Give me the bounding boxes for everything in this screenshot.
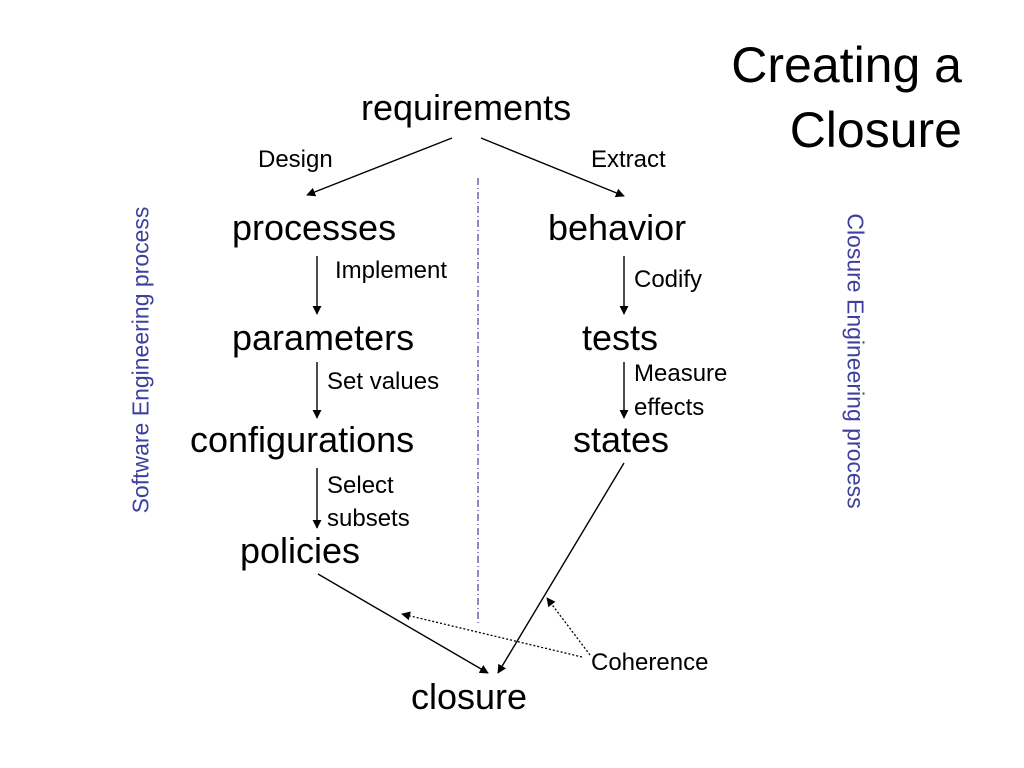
label-effects: effects xyxy=(634,394,705,421)
node-requirements: requirements xyxy=(361,87,572,128)
node-behavior: behavior xyxy=(548,207,687,248)
side-label-software-engineering: Software Engineering process xyxy=(127,206,154,514)
label-measure: Measure xyxy=(634,360,728,387)
slide-title-line1: Creating a xyxy=(731,37,962,93)
label-design: Design xyxy=(258,146,333,173)
node-tests: tests xyxy=(582,317,659,358)
node-states: states xyxy=(573,419,670,460)
arrow-coherence-right xyxy=(546,597,591,656)
arrow-extract xyxy=(480,137,625,198)
node-processes: processes xyxy=(232,207,397,248)
node-closure: closure xyxy=(411,676,528,717)
node-policies: policies xyxy=(240,530,361,571)
label-subsets: subsets xyxy=(327,505,410,532)
arrow-coherence-left xyxy=(401,611,583,658)
label-implement: Implement xyxy=(335,257,448,284)
label-select: Select xyxy=(327,472,394,499)
side-label-closure-engineering: Closure Engineering process xyxy=(842,213,869,509)
node-parameters: parameters xyxy=(232,317,415,358)
arrow-policies-closure xyxy=(317,573,489,674)
label-coherence: Coherence xyxy=(591,649,709,676)
label-codify: Codify xyxy=(634,266,703,293)
label-extract: Extract xyxy=(591,146,666,173)
arrow-design xyxy=(306,137,453,197)
slide-title-line2: Closure xyxy=(789,102,962,158)
arrow-states-closure xyxy=(497,462,625,674)
label-set-values: Set values xyxy=(327,368,440,395)
node-configurations: configurations xyxy=(190,419,415,460)
